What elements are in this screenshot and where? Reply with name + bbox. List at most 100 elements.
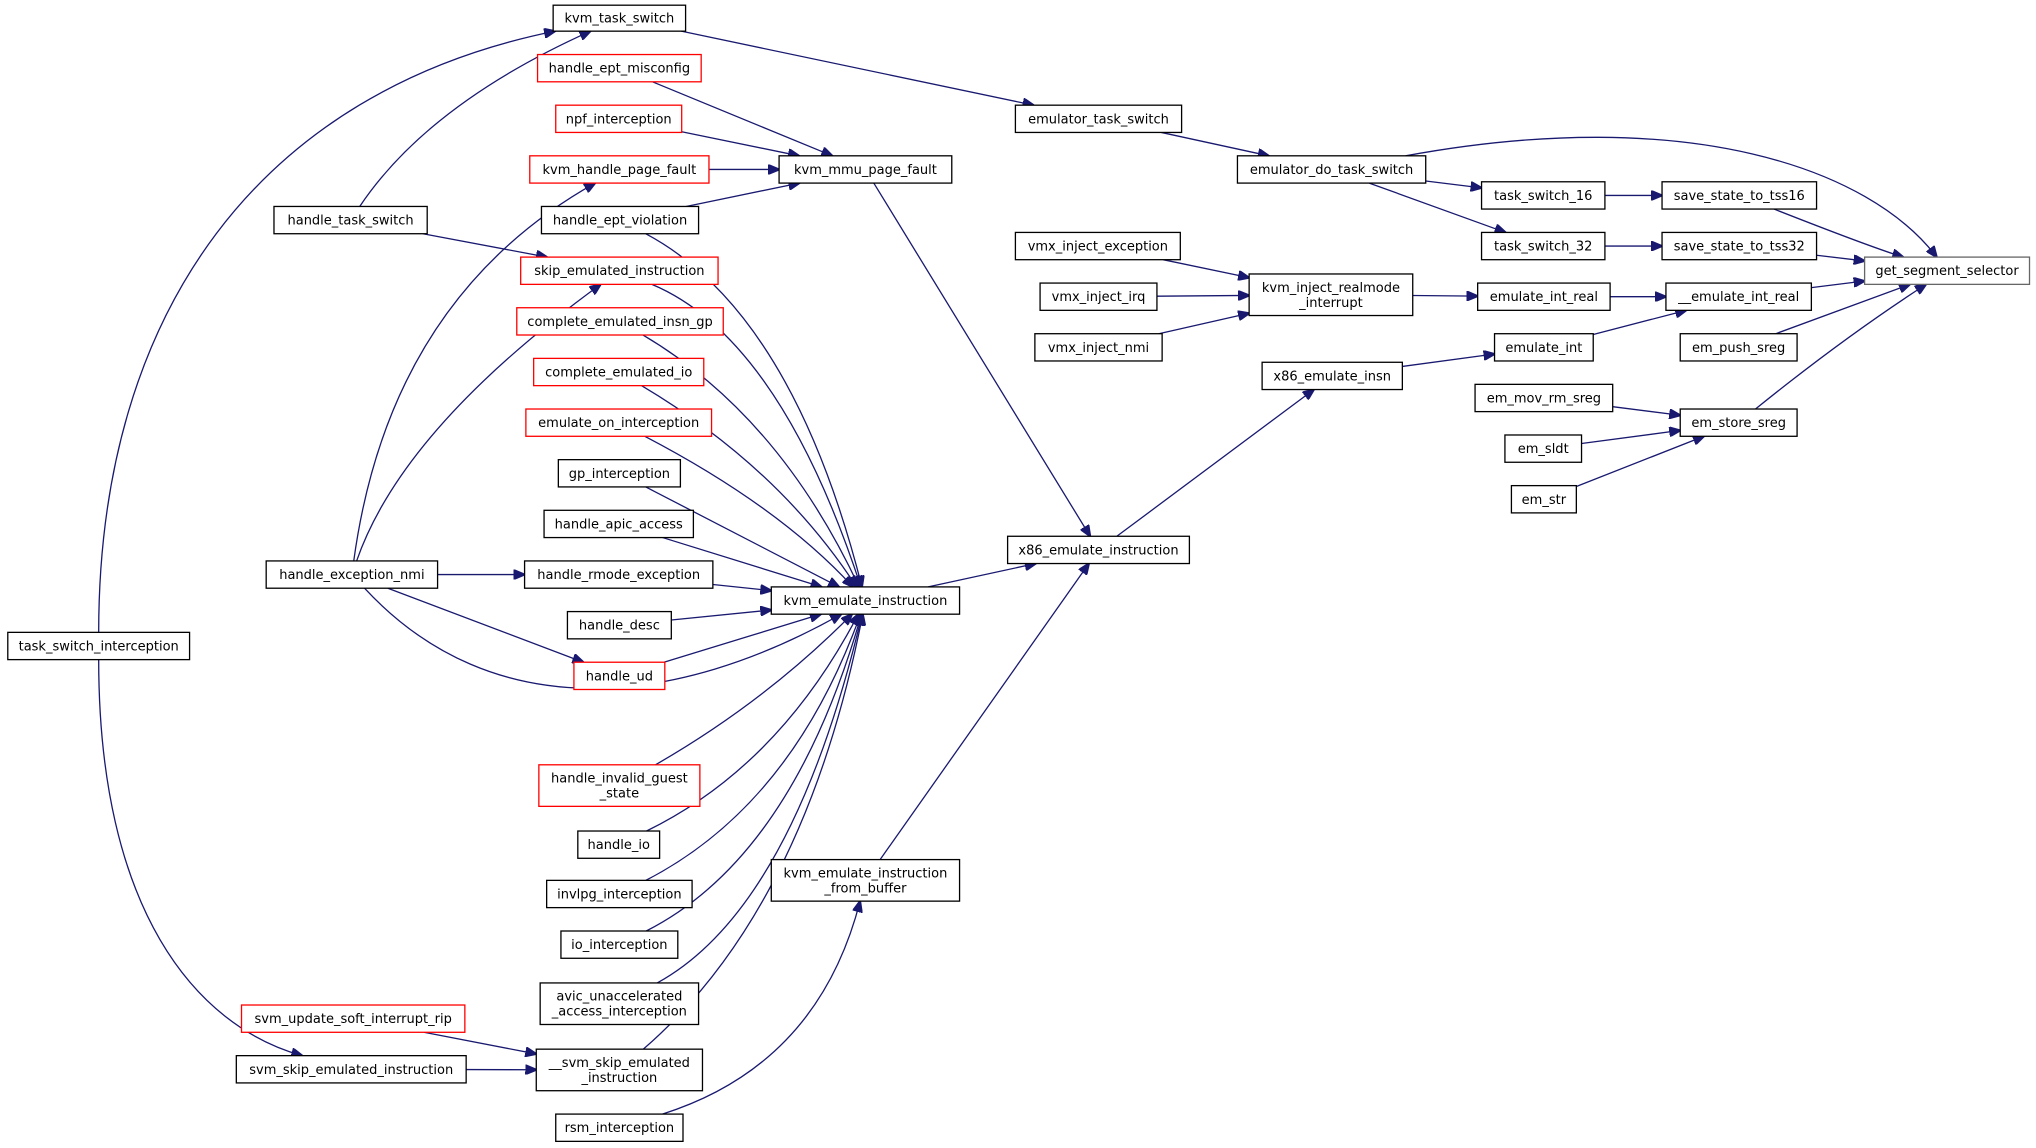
edge-handle_ept_misconfig-to-kvm_mmu_page_fault <box>652 81 832 156</box>
node-vmx_inject_exception[interactable]: vmx_inject_exception <box>1014 231 1181 261</box>
node-avic_unaccelerated_access_interception[interactable]: avic_unaccelerated_access_interception <box>539 982 700 1026</box>
node-emulator_task_switch[interactable]: emulator_task_switch <box>1014 104 1183 134</box>
node-emulate_int[interactable]: emulate_int <box>1493 333 1594 362</box>
node-label-complete_emulated_io: complete_emulated_io <box>545 366 692 381</box>
node-label-kvm_inject_realmode_interrupt: _interrupt <box>1298 296 1363 311</box>
node-npf_interception[interactable]: npf_interception <box>555 104 683 134</box>
node-handle_io[interactable]: handle_io <box>577 830 661 859</box>
node-label-handle_apic_access: handle_apic_access <box>555 517 683 532</box>
node-task_switch_16[interactable]: task_switch_16 <box>1480 181 1606 210</box>
node-label-kvm_task_switch: kvm_task_switch <box>564 12 674 27</box>
node-complete_emulated_insn_gp[interactable]: complete_emulated_insn_gp <box>516 307 724 336</box>
node-em_sldt[interactable]: em_sldt <box>1504 434 1583 463</box>
edge-kvm_mmu_page_fault-to-x86_emulate_instruction <box>873 182 1090 536</box>
node-label-save_state_to_tss16: save_state_to_tss16 <box>1674 189 1805 204</box>
edge-__emulate_int_real-to-get_segment_selector <box>1811 281 1864 289</box>
node-box-handle_ud <box>573 661 666 691</box>
node-rsm_interception[interactable]: rsm_interception <box>555 1113 684 1143</box>
node-label-handle_invalid_guest_state: handle_invalid_guest <box>551 772 688 787</box>
node-label-task_switch_16: task_switch_16 <box>1494 189 1592 204</box>
node-svm_skip_emulated_instruction[interactable]: svm_skip_emulated_instruction <box>235 1055 467 1084</box>
node-svm_update_soft_interrupt_rip[interactable]: svm_update_soft_interrupt_rip <box>240 1004 466 1033</box>
node-kvm_task_switch[interactable]: kvm_task_switch <box>552 4 687 32</box>
node-box-handle_rmode_exception <box>523 560 714 589</box>
node-handle_ept_misconfig[interactable]: handle_ept_misconfig <box>536 53 702 83</box>
node-vmx_inject_nmi[interactable]: vmx_inject_nmi <box>1034 333 1163 362</box>
node-handle_task_switch[interactable]: handle_task_switch <box>273 205 428 235</box>
edge-emulator_do_task_switch-to-task_switch_32 <box>1369 182 1505 232</box>
node-handle_exception_nmi[interactable]: handle_exception_nmi <box>265 560 439 589</box>
node-label-get_segment_selector: get_segment_selector <box>1875 264 2019 279</box>
node-__emulate_int_real[interactable]: __emulate_int_real <box>1665 282 1813 311</box>
node-box-em_sldt <box>1504 434 1583 463</box>
node-invlpg_interception[interactable]: invlpg_interception <box>546 879 693 909</box>
node-x86_emulate_insn[interactable]: x86_emulate_insn <box>1261 361 1403 391</box>
node-box-svm_skip_emulated_instruction <box>235 1055 467 1084</box>
node-task_switch_interception[interactable]: task_switch_interception <box>7 631 191 661</box>
node-label-rsm_interception: rsm_interception <box>565 1121 675 1136</box>
node-handle_ept_violation[interactable]: handle_ept_violation <box>540 205 700 235</box>
node-emulator_do_task_switch[interactable]: emulator_do_task_switch <box>1236 155 1427 184</box>
edge-handle_desc-to-kvm_emulate_instruction <box>671 610 771 621</box>
node-handle_apic_access[interactable]: handle_apic_access <box>543 509 695 539</box>
edge-handle_io-to-kvm_emulate_instruction <box>646 614 859 832</box>
node-em_mov_rm_sreg[interactable]: em_mov_rm_sreg <box>1474 383 1614 413</box>
node-box-npf_interception <box>555 104 683 134</box>
node-gp_interception[interactable]: gp_interception <box>557 459 682 488</box>
node-label-__svm_skip_emulated_instruction: __svm_skip_emulated <box>548 1056 690 1071</box>
node-kvm_inject_realmode_interrupt[interactable]: kvm_inject_realmode_interrupt <box>1248 273 1414 317</box>
node-io_interception[interactable]: io_interception <box>560 930 679 959</box>
node-save_state_to_tss32[interactable]: save_state_to_tss32 <box>1661 231 1818 261</box>
node-box-avic_unaccelerated_access_interception <box>539 982 700 1026</box>
node-box-x86_emulate_instruction <box>1006 535 1191 565</box>
edge-emulator_do_task_switch-to-get_segment_selector <box>1405 136 1937 257</box>
node-kvm_emulate_instruction[interactable]: kvm_emulate_instruction <box>770 586 961 615</box>
node-vmx_inject_irq[interactable]: vmx_inject_irq <box>1039 282 1158 311</box>
node-box-emulate_int_real <box>1477 282 1611 311</box>
node-label-svm_skip_emulated_instruction: svm_skip_emulated_instruction <box>249 1063 453 1078</box>
node-handle_ud[interactable]: handle_ud <box>573 661 666 691</box>
node-box-handle_apic_access <box>543 509 695 539</box>
edge-task_switch_interception-to-svm_skip_emulated_instruction <box>98 659 303 1056</box>
node-box-handle_ept_violation <box>540 205 700 235</box>
node-label-x86_emulate_instruction: x86_emulate_instruction <box>1018 543 1178 558</box>
node-label-kvm_emulate_instruction_from_buffer: _from_buffer <box>823 881 907 896</box>
node-box-em_push_sreg <box>1679 333 1798 362</box>
edge-x86_emulate_insn-to-emulate_int <box>1402 354 1494 368</box>
edge-handle_invalid_guest_state-to-kvm_emulate_instruction <box>655 614 851 766</box>
node-kvm_handle_page_fault[interactable]: kvm_handle_page_fault <box>529 155 710 184</box>
node-label-kvm_emulate_instruction_from_buffer: kvm_emulate_instruction <box>784 866 948 881</box>
node-__svm_skip_emulated_instruction[interactable]: __svm_skip_emulated_instruction <box>535 1048 704 1092</box>
edge-kvm_inject_realmode_interrupt-to-emulate_int_real <box>1412 296 1478 297</box>
node-handle_rmode_exception[interactable]: handle_rmode_exception <box>523 560 714 589</box>
node-box-em_store_sreg <box>1679 408 1798 437</box>
node-label-emulate_int: emulate_int <box>1505 341 1582 356</box>
node-label-kvm_emulate_instruction: kvm_emulate_instruction <box>784 594 948 609</box>
edge-em_str-to-em_store_sreg <box>1576 436 1704 488</box>
node-skip_emulated_instruction[interactable]: skip_emulated_instruction <box>520 256 719 286</box>
node-emulate_int_real[interactable]: emulate_int_real <box>1477 282 1611 311</box>
node-label-handle_exception_nmi: handle_exception_nmi <box>279 568 424 583</box>
node-label-avic_unaccelerated_access_interception: _access_interception <box>551 1005 687 1020</box>
node-handle_invalid_guest_state[interactable]: handle_invalid_guest_state <box>538 764 701 807</box>
node-task_switch_32[interactable]: task_switch_32 <box>1480 231 1606 261</box>
node-label-em_str: em_str <box>1522 493 1567 508</box>
node-label-skip_emulated_instruction: skip_emulated_instruction <box>534 264 704 279</box>
node-handle_desc[interactable]: handle_desc <box>566 610 672 640</box>
edge-avic_unaccelerated_access_interception-to-kvm_emulate_instruction <box>656 614 862 984</box>
node-em_store_sreg[interactable]: em_store_sreg <box>1679 408 1798 437</box>
node-label-handle_rmode_exception: handle_rmode_exception <box>537 568 700 583</box>
node-emulate_on_interception[interactable]: emulate_on_interception <box>525 408 713 437</box>
node-save_state_to_tss16[interactable]: save_state_to_tss16 <box>1661 181 1818 210</box>
node-label-em_mov_rm_sreg: em_mov_rm_sreg <box>1487 391 1601 406</box>
edge-rsm_interception-to-kvm_emulate_instruction_from_buffer <box>662 901 860 1115</box>
node-x86_emulate_instruction[interactable]: x86_emulate_instruction <box>1006 535 1191 565</box>
edge-handle_apic_access-to-kvm_emulate_instruction <box>662 536 822 587</box>
node-kvm_emulate_instruction_from_buffer[interactable]: kvm_emulate_instruction_from_buffer <box>770 858 961 902</box>
node-em_str[interactable]: em_str <box>1510 484 1577 514</box>
node-complete_emulated_io[interactable]: complete_emulated_io <box>533 357 705 387</box>
node-em_push_sreg[interactable]: em_push_sreg <box>1679 333 1798 362</box>
node-box-kvm_emulate_instruction <box>770 586 961 615</box>
node-box-vmx_inject_irq <box>1039 282 1158 311</box>
node-kvm_mmu_page_fault[interactable]: kvm_mmu_page_fault <box>778 155 953 184</box>
